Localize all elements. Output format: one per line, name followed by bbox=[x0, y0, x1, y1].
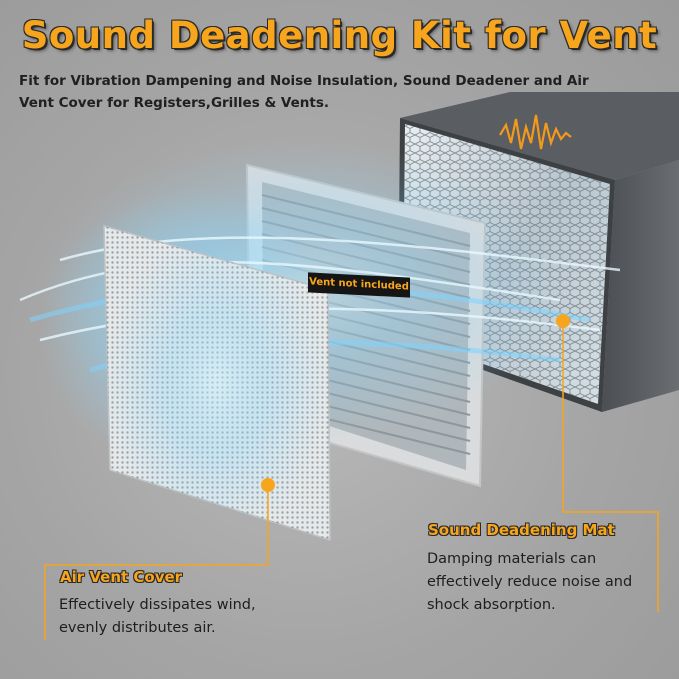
page-subtitle: Fit for Vibration Dampening and Noise In… bbox=[19, 73, 589, 111]
page-title: Sound Deadening Kit for Vent bbox=[21, 14, 658, 57]
callout-air-vent-line bbox=[44, 478, 275, 640]
sound-deadening-mat-description: Damping materials can effectively reduce… bbox=[427, 548, 632, 617]
sound-deadening-mat-desc-line: shock absorption. bbox=[427, 597, 556, 613]
perforated-cover bbox=[103, 224, 331, 542]
air-vent-cover-title: Air Vent Cover bbox=[60, 568, 183, 586]
sound-deadening-mat-title: Sound Deadening Mat bbox=[428, 521, 615, 539]
air-vent-cover-desc-line: evenly distributes air. bbox=[59, 620, 216, 636]
air-vent-cover-description: Effectively dissipates wind, evenly dist… bbox=[59, 594, 256, 640]
sound-deadening-mat-desc-line: Damping materials can bbox=[427, 551, 597, 567]
air-vent-cover-desc-line: Effectively dissipates wind, bbox=[59, 597, 256, 613]
callout-mat-line bbox=[556, 314, 659, 612]
sound-deadening-mat-desc-line: effectively reduce noise and bbox=[427, 574, 633, 590]
